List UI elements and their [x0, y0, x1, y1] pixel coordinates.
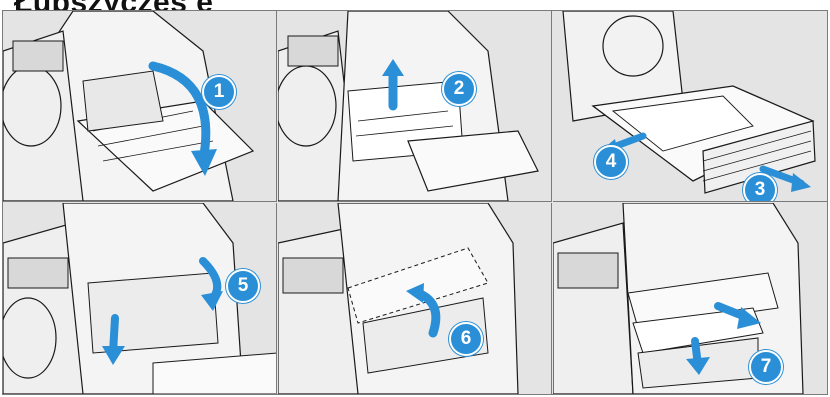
- panel-step-1: 1: [3, 11, 277, 202]
- printer-remove-paper-illustration: [553, 203, 827, 394]
- printer-lever-illustration: [278, 11, 552, 202]
- panel-step-6: 6: [278, 203, 552, 394]
- panel-step-7: 7: [553, 203, 827, 394]
- panel-step-2: 2: [278, 11, 552, 202]
- step-number-badge: 5: [226, 269, 260, 303]
- step-number-badge: 3: [743, 173, 777, 202]
- printer-fuser-cover-illustration: [278, 203, 552, 394]
- printer-open-door-illustration: [3, 11, 277, 202]
- step-number-badge: 1: [202, 75, 236, 109]
- step-number-badge: 2: [442, 72, 476, 106]
- step-number-badge: 6: [449, 322, 483, 356]
- step-number-badge: 7: [749, 350, 783, 384]
- paper-tray-illustration: [553, 11, 827, 202]
- panel-step-3-4: 4 3: [553, 11, 827, 202]
- step-number-badge: 4: [594, 145, 628, 179]
- illustration-grid: 1 2: [2, 10, 828, 395]
- panel-step-5: 5: [3, 203, 277, 394]
